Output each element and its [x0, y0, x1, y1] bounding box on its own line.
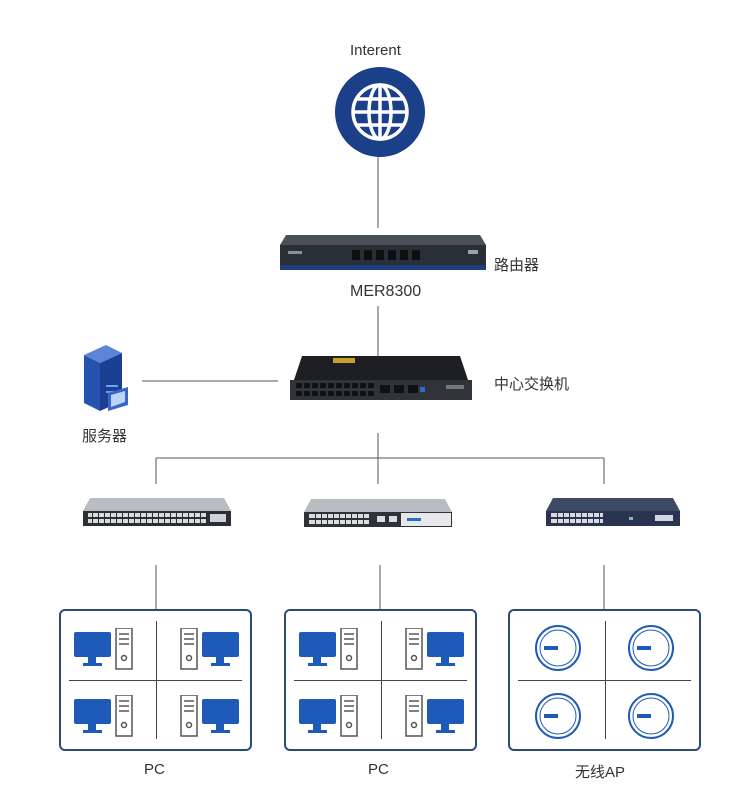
server-label: 服务器: [82, 428, 128, 445]
group-label-pc-1: PC: [144, 761, 165, 778]
pc-group-panel-1: [59, 609, 252, 751]
access-switch-1: [82, 497, 232, 529]
globe-icon: [334, 66, 426, 158]
pc-icon: [179, 695, 239, 737]
pc-icon: [74, 695, 133, 737]
core-switch-label: 中心交换机: [494, 376, 570, 393]
pc-icon: [299, 628, 358, 670]
internet-label: Interent: [350, 42, 401, 59]
ap-group-panel: [508, 609, 701, 751]
core-switch-device: [286, 354, 476, 404]
pc-icon: [404, 695, 464, 737]
pc-icon: [179, 628, 239, 670]
pc-group-panel-2: [284, 609, 477, 751]
group-label-ap: 无线AP: [575, 764, 626, 781]
pc-icon: [74, 628, 133, 670]
router-model-label: MER8300: [350, 283, 422, 300]
group-label-pc-2: PC: [368, 761, 389, 778]
access-point-icon: [627, 625, 674, 671]
server-icon: [80, 345, 130, 413]
access-switch-3: [545, 497, 681, 529]
access-point-icon: [627, 693, 674, 739]
router-device: [280, 233, 486, 273]
access-point-icon: [535, 693, 581, 739]
pc-icon: [299, 695, 358, 737]
pc-icon: [404, 628, 464, 670]
access-point-icon: [535, 625, 581, 671]
router-label: 路由器: [494, 257, 540, 274]
access-switch-2: [303, 498, 453, 530]
